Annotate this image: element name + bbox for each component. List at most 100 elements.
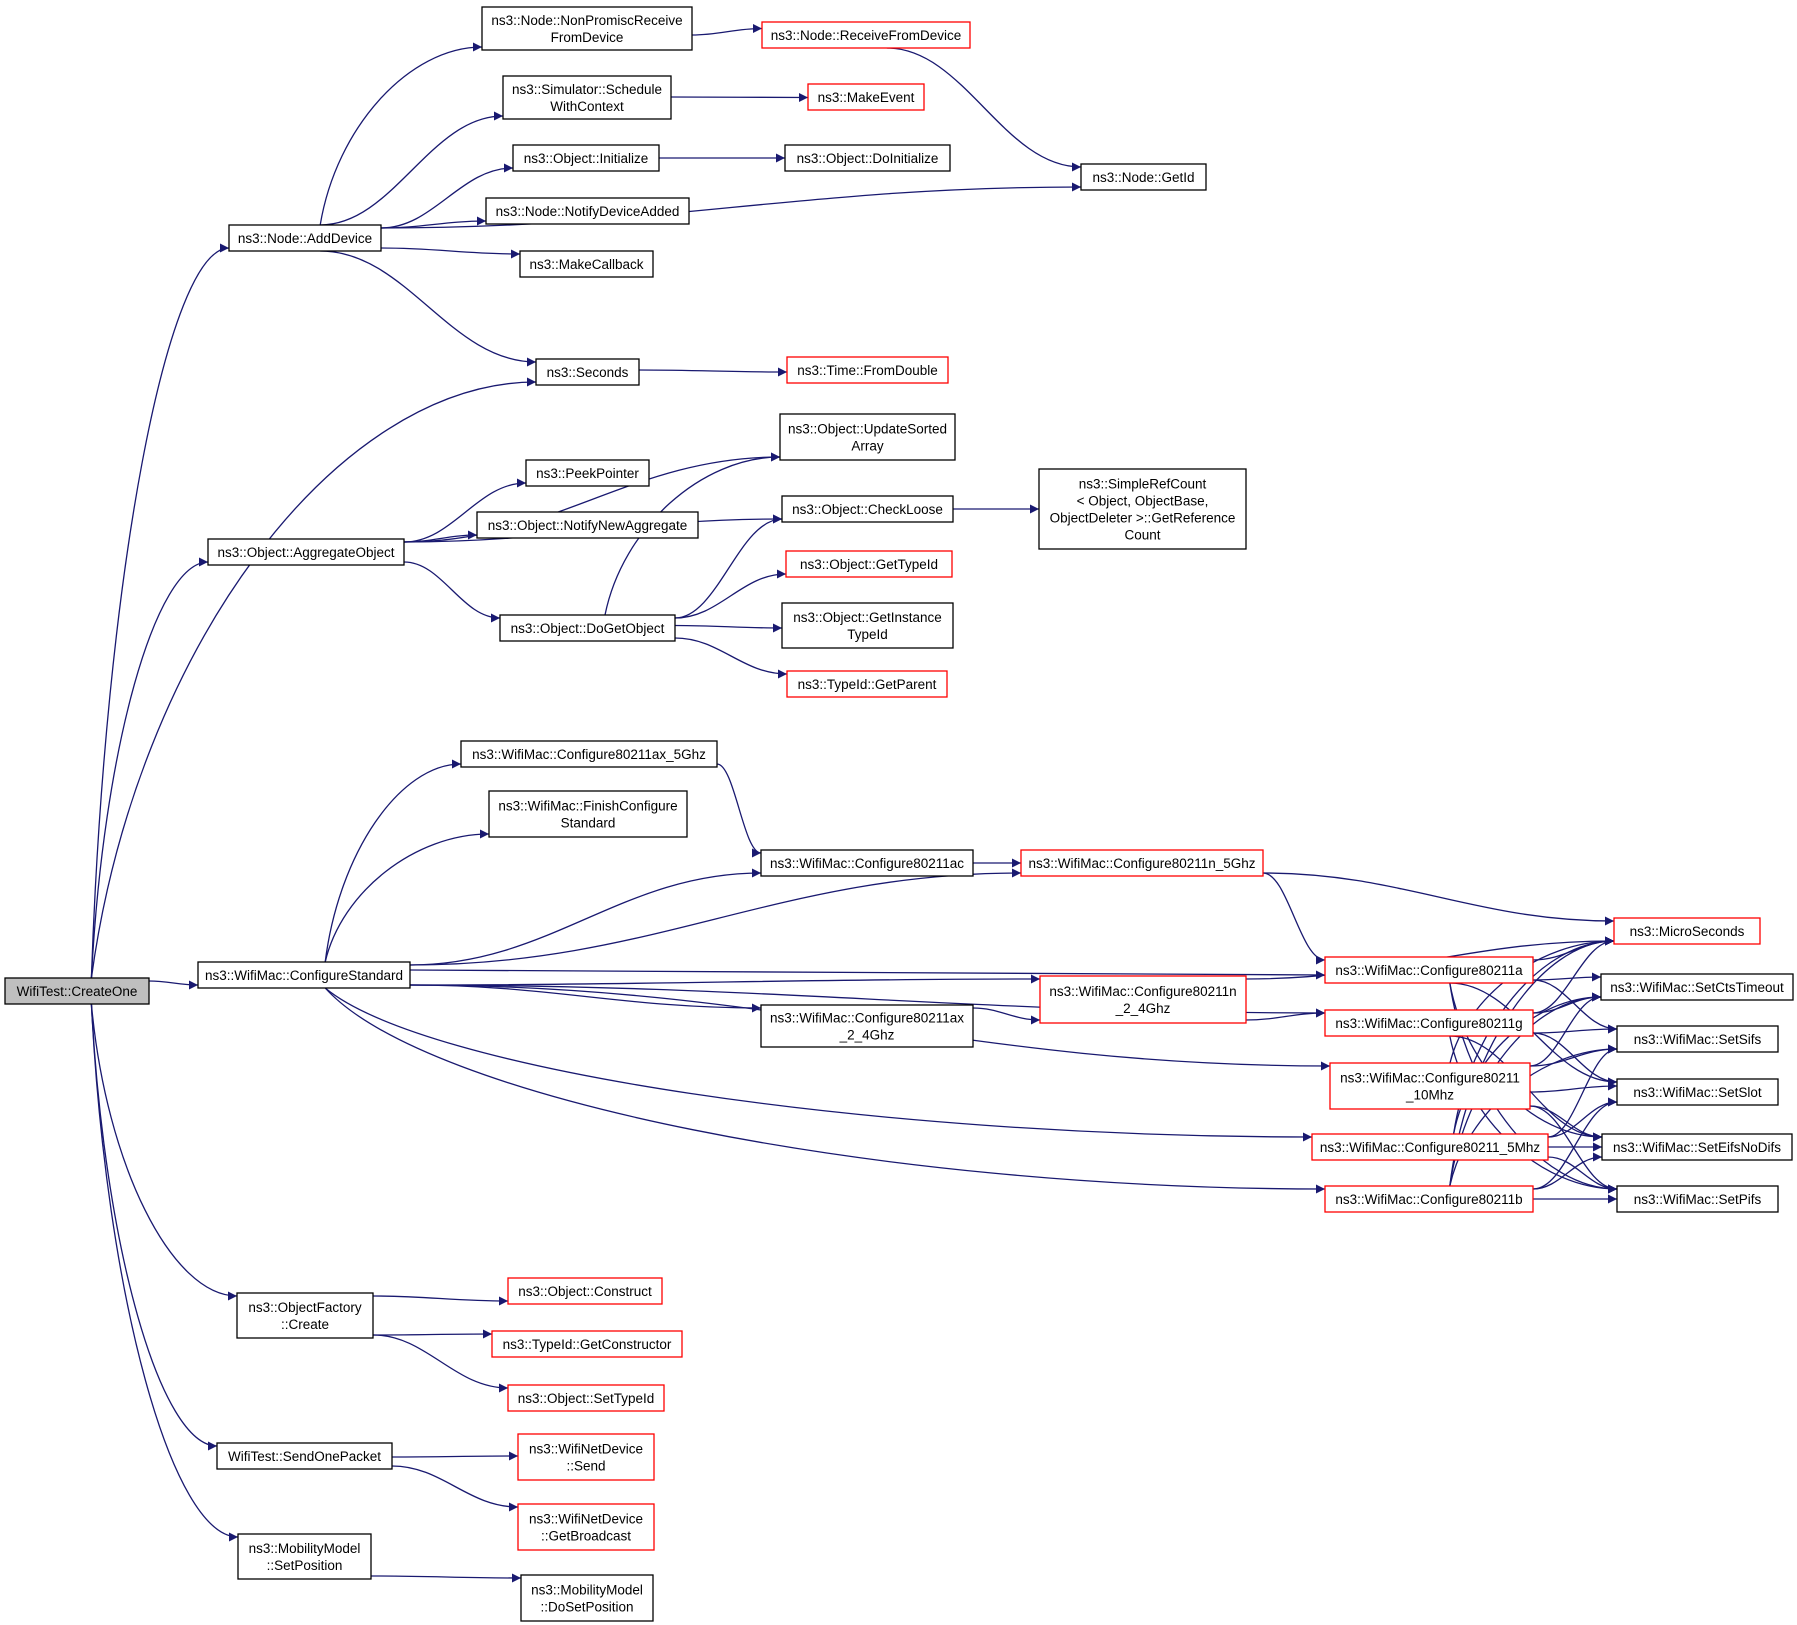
node-label-line: ns3::WifiMac::Configure80211g — [1335, 1016, 1522, 1031]
edge-dogetobject-to-getinstancetypeid — [674, 623, 783, 633]
node-label-line: ns3::Object::DoGetObject — [511, 621, 665, 636]
edge-configurestandard-to-cfg_b — [324, 987, 1326, 1194]
edge-seconds-to-fromdouble — [638, 367, 788, 377]
graph-node-cfg_10[interactable]: ns3::WifiMac::Configure80211_10Mhz — [1329, 1062, 1531, 1110]
edge-dogetobject-to-updatesortedarray — [604, 452, 781, 616]
graph-node-makeevent[interactable]: ns3::MakeEvent — [807, 83, 925, 111]
graph-node-doinitialize[interactable]: ns3::Object::DoInitialize — [784, 144, 951, 172]
node-label-line: WifiTest::SendOnePacket — [228, 1449, 381, 1464]
graph-node-sendonepacket[interactable]: WifiTest::SendOnePacket — [216, 1442, 393, 1470]
node-label-line: ns3::Object::DoInitialize — [797, 151, 939, 166]
node-label-line: ns3::WifiMac::Configure80211_5Mhz — [1320, 1140, 1541, 1155]
graph-node-cfg_n5[interactable]: ns3::WifiMac::Configure80211n_5Ghz — [1020, 849, 1264, 877]
graph-node-cfg_b[interactable]: ns3::WifiMac::Configure80211b — [1324, 1185, 1534, 1213]
edge-cfg_10-to-setsifs — [1529, 1044, 1618, 1067]
graph-node-wifisend[interactable]: ns3::WifiNetDevice::Send — [517, 1433, 655, 1481]
node-label-line: WifiTest::CreateOne — [17, 984, 138, 999]
edge-cfg_g-to-setsifs — [1532, 1024, 1618, 1034]
node-label-line: ::Create — [281, 1317, 329, 1332]
node-label-line: TypeId — [847, 627, 888, 642]
graph-node-aggregateobject[interactable]: ns3::Object::AggregateObject — [207, 538, 405, 566]
edge-cfg_n24-to-cfg_g — [1245, 1008, 1326, 1021]
node-box — [760, 849, 974, 877]
graph-node-notifynewaggregate[interactable]: ns3::Object::NotifyNewAggregate — [476, 511, 699, 539]
graph-node-cfg_a[interactable]: ns3::WifiMac::Configure80211a — [1324, 956, 1534, 984]
graph-node-getparent[interactable]: ns3::TypeId::GetParent — [786, 670, 948, 698]
graph-node-seconds[interactable]: ns3::Seconds — [535, 358, 640, 386]
node-label-line: ns3::WifiMac::SetSifs — [1634, 1032, 1762, 1047]
graph-node-adddevice[interactable]: ns3::Node::AddDevice — [228, 224, 382, 252]
graph-node-setposition[interactable]: ns3::MobilityModel::SetPosition — [237, 1533, 372, 1580]
graph-node-setpifs[interactable]: ns3::WifiMac::SetPifs — [1616, 1185, 1779, 1213]
graph-node-configurestandard[interactable]: ns3::WifiMac::ConfigureStandard — [197, 961, 411, 989]
edge-cfg_n5-to-cfg_a — [1262, 872, 1326, 965]
graph-node-peekpointer[interactable]: ns3::PeekPointer — [525, 459, 650, 487]
edge-cfg_n5-to-microseconds — [1262, 872, 1615, 926]
node-label-line: ::SetPosition — [267, 1558, 343, 1573]
graph-node-microseconds[interactable]: ns3::MicroSeconds — [1613, 917, 1761, 945]
node-label-line: Count — [1124, 527, 1160, 542]
graph-node-checkloose[interactable]: ns3::Object::CheckLoose — [781, 495, 954, 523]
graph-node-cfg_g[interactable]: ns3::WifiMac::Configure80211g — [1324, 1009, 1534, 1037]
node-label-line: WithContext — [550, 99, 624, 114]
graph-node-cfg_ac[interactable]: ns3::WifiMac::Configure80211ac — [760, 849, 974, 877]
node-box — [1613, 917, 1761, 945]
graph-node-gettypeid[interactable]: ns3::Object::GetTypeId — [785, 550, 953, 578]
node-label-line: ns3::Object::UpdateSorted — [788, 421, 947, 436]
graph-node-cfg_5[interactable]: ns3::WifiMac::Configure80211_5Mhz — [1311, 1133, 1549, 1161]
node-label-line: ns3::Object::Construct — [518, 1284, 652, 1299]
graph-node-fromdouble[interactable]: ns3::Time::FromDouble — [786, 356, 949, 384]
graph-node-receivefromdevice[interactable]: ns3::Node::ReceiveFromDevice — [761, 21, 971, 49]
node-box — [1616, 1078, 1779, 1106]
graph-node-dogetobject[interactable]: ns3::Object::DoGetObject — [499, 614, 676, 642]
node-box — [781, 495, 954, 523]
edge-cfg_b-to-seteifsnodifs — [1532, 1152, 1603, 1190]
graph-node-cfg_n24[interactable]: ns3::WifiMac::Configure80211n_2_4Ghz — [1039, 975, 1247, 1024]
graph-node-settypeid[interactable]: ns3::Object::SetTypeId — [507, 1384, 665, 1412]
graph-node-getreferencecount[interactable]: ns3::SimpleRefCount< Object, ObjectBase,… — [1038, 468, 1247, 550]
graph-node-notifydeviceadded[interactable]: ns3::Node::NotifyDeviceAdded — [485, 197, 690, 225]
graph-node-makecallback[interactable]: ns3::MakeCallback — [519, 250, 654, 278]
node-box — [779, 413, 956, 461]
graph-node-initialize[interactable]: ns3::Object::Initialize — [512, 144, 660, 172]
graph-node-construct[interactable]: ns3::Object::Construct — [507, 1277, 663, 1305]
node-label-line: ns3::Node::GetId — [1092, 170, 1194, 185]
graph-node-factorycreate[interactable]: ns3::ObjectFactory::Create — [236, 1292, 374, 1339]
graph-node-getid[interactable]: ns3::Node::GetId — [1080, 163, 1207, 191]
edge-cfg_10-to-setctstimeout — [1529, 992, 1602, 1067]
graph-node-setslot[interactable]: ns3::WifiMac::SetSlot — [1616, 1078, 1779, 1106]
node-label-line: _10Mhz — [1405, 1087, 1454, 1102]
graph-node-cfg_ax24[interactable]: ns3::WifiMac::Configure80211ax_2_4Ghz — [760, 1004, 974, 1048]
node-label-line: ns3::WifiMac::SetPifs — [1634, 1192, 1762, 1207]
node-label-line: ns3::Object::AggregateObject — [217, 545, 394, 560]
node-box — [807, 83, 925, 111]
node-box — [1311, 1133, 1549, 1161]
edge-root-to-sendonepacket — [90, 1003, 218, 1451]
node-label-line: ns3::Seconds — [547, 365, 629, 380]
node-label-line: Standard — [561, 815, 616, 830]
graph-node-cfg_ax5[interactable]: ns3::WifiMac::Configure80211ax_5Ghz — [460, 740, 718, 768]
graph-node-setctstimeout[interactable]: ns3::WifiMac::SetCtsTimeout — [1600, 973, 1794, 1001]
node-box — [786, 670, 948, 698]
graph-node-dosetposition[interactable]: ns3::MobilityModel::DoSetPosition — [520, 1574, 654, 1622]
graph-node-root[interactable]: WifiTest::CreateOne — [4, 977, 150, 1005]
node-label-line: ::Send — [566, 1458, 605, 1473]
edge-cfg_b-to-setslot — [1532, 1097, 1618, 1190]
node-label-line: ns3::WifiMac::Configure80211a — [1335, 963, 1523, 978]
graph-node-seteifsnodifs[interactable]: ns3::WifiMac::SetEifsNoDifs — [1601, 1133, 1793, 1161]
node-label-line: ns3::MicroSeconds — [1630, 924, 1745, 939]
graph-node-getbroadcast[interactable]: ns3::WifiNetDevice::GetBroadcast — [517, 1503, 655, 1551]
node-box — [1600, 973, 1794, 1001]
edge-configurestandard-to-cfg_n24 — [409, 974, 1041, 986]
node-box — [476, 511, 699, 539]
graph-node-getconstructor[interactable]: ns3::TypeId::GetConstructor — [491, 1330, 683, 1358]
node-box — [499, 614, 676, 642]
edge-root-to-setposition — [90, 1003, 239, 1542]
node-label-line: ns3::Object::SetTypeId — [518, 1391, 655, 1406]
graph-node-setsifs[interactable]: ns3::WifiMac::SetSifs — [1616, 1025, 1779, 1053]
